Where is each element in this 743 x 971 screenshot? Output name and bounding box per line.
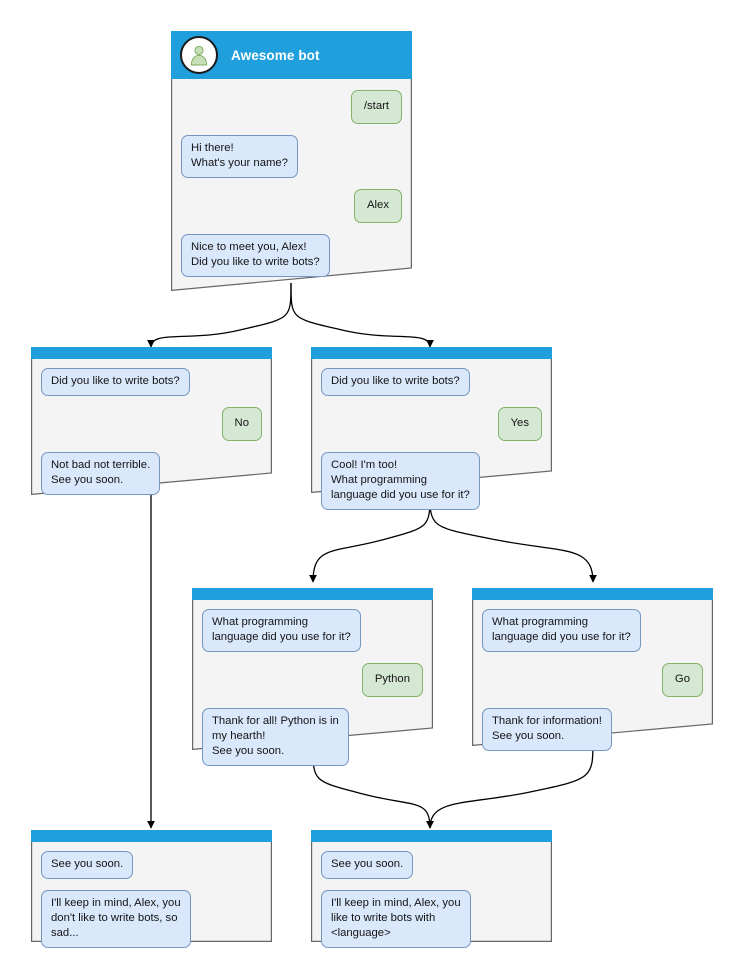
message-row: Thank for all! Python is in my hearth! S…	[202, 708, 423, 766]
card-end-happy[interactable]: See you soon. I'll keep in mind, Alex, y…	[311, 830, 552, 948]
message-row: Go	[482, 663, 703, 697]
card-answer-python-header	[192, 588, 433, 600]
card-end-sad[interactable]: See you soon. I'll keep in mind, Alex, y…	[31, 830, 272, 948]
card-start[interactable]: Awesome bot /start Hi there! What's your…	[171, 31, 412, 291]
bot-message-bubble[interactable]: Hi there! What's your name?	[181, 135, 298, 178]
card-answer-no-header	[31, 347, 272, 359]
bot-message-bubble[interactable]: Thank for all! Python is in my hearth! S…	[202, 708, 349, 766]
message-row: Did you like to write bots?	[41, 368, 262, 396]
message-row: Not bad not terrible. See you soon.	[41, 452, 262, 495]
user-message-bubble[interactable]: Go	[661, 663, 703, 697]
message-row: Nice to meet you, Alex! Did you like to …	[181, 234, 402, 277]
bot-message-bubble[interactable]: Did you like to write bots?	[41, 368, 190, 396]
card-answer-python[interactable]: What programming language did you use fo…	[192, 588, 433, 766]
message-row: What programming language did you use fo…	[202, 609, 423, 652]
edge-start-to-yes	[290, 282, 434, 348]
bot-message-bubble[interactable]: Nice to meet you, Alex! Did you like to …	[181, 234, 330, 277]
message-row: Yes	[321, 407, 542, 441]
card-answer-yes-messages: Did you like to write bots? Yes Cool! I'…	[311, 359, 552, 518]
bot-message-bubble[interactable]: Thank for information! See you soon.	[482, 708, 612, 751]
bot-message-bubble[interactable]: What programming language did you use fo…	[482, 609, 641, 652]
card-answer-no[interactable]: Did you like to write bots? No Not bad n…	[31, 347, 272, 495]
message-row: See you soon.	[321, 851, 542, 879]
bot-name-label: Awesome bot	[231, 47, 320, 63]
card-end-happy-messages: See you soon. I'll keep in mind, Alex, y…	[311, 842, 552, 956]
card-answer-go-messages: What programming language did you use fo…	[472, 600, 713, 759]
message-row: See you soon.	[41, 851, 262, 879]
bot-message-bubble[interactable]: See you soon.	[321, 851, 414, 879]
message-row: Did you like to write bots?	[321, 368, 542, 396]
edge-start-to-no	[147, 282, 292, 348]
card-end-happy-header	[311, 830, 552, 842]
bot-message-bubble[interactable]: Cool! I'm too! What programming language…	[321, 452, 480, 510]
message-row: No	[41, 407, 262, 441]
message-row: I'll keep in mind, Alex, you like to wri…	[321, 890, 542, 948]
user-message-bubble[interactable]: Yes	[497, 407, 542, 441]
message-row: Thank for information! See you soon.	[482, 708, 703, 751]
message-row: Alex	[181, 189, 402, 223]
message-row: What programming language did you use fo…	[482, 609, 703, 652]
bot-message-bubble[interactable]: Not bad not terrible. See you soon.	[41, 452, 161, 495]
user-message-bubble[interactable]: Alex	[354, 189, 402, 223]
bot-message-bubble[interactable]: What programming language did you use fo…	[202, 609, 361, 652]
bot-message-bubble[interactable]: I'll keep in mind, Alex, you like to wri…	[321, 890, 471, 948]
card-answer-python-messages: What programming language did you use fo…	[192, 600, 433, 774]
card-answer-go[interactable]: What programming language did you use fo…	[472, 588, 713, 751]
message-row: Hi there! What's your name?	[181, 135, 402, 178]
card-answer-go-header	[472, 588, 713, 600]
message-row: Python	[202, 663, 423, 697]
bot-message-bubble[interactable]: Did you like to write bots?	[321, 368, 470, 396]
card-end-sad-messages: See you soon. I'll keep in mind, Alex, y…	[31, 842, 272, 956]
user-message-bubble[interactable]: Python	[361, 663, 423, 697]
card-answer-yes[interactable]: Did you like to write bots? Yes Cool! I'…	[311, 347, 552, 510]
bot-message-bubble[interactable]: I'll keep in mind, Alex, you don't like …	[41, 890, 191, 948]
message-row: /start	[181, 90, 402, 124]
card-end-sad-header	[31, 830, 272, 842]
bot-message-bubble[interactable]: See you soon.	[41, 851, 134, 879]
message-row: I'll keep in mind, Alex, you don't like …	[41, 890, 262, 948]
card-answer-no-messages: Did you like to write bots? No Not bad n…	[31, 359, 272, 503]
message-row: Cool! I'm too! What programming language…	[321, 452, 542, 510]
person-avatar-icon	[180, 36, 218, 74]
card-start-messages: /start Hi there! What's your name? Alex …	[171, 79, 412, 285]
card-start-header: Awesome bot	[171, 31, 412, 79]
card-answer-yes-header	[311, 347, 552, 359]
user-message-bubble[interactable]: No	[221, 407, 262, 441]
user-message-bubble[interactable]: /start	[350, 90, 402, 124]
